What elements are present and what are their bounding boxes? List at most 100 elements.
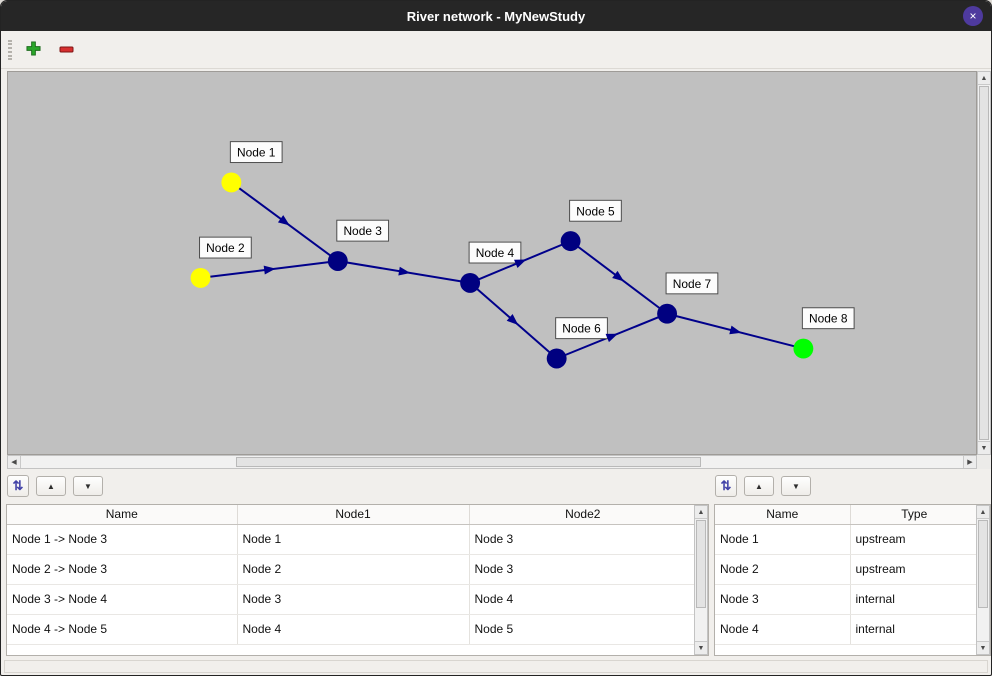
svg-text:Node 5: Node 5 [576,204,615,218]
branch-node1-cell[interactable]: Node 4 [237,614,470,645]
toolbar-grip[interactable] [8,39,12,60]
node-type-cell[interactable]: upstream [850,554,978,585]
sort-icon: ⇅ [720,478,732,493]
remove-button[interactable] [53,37,79,63]
network-canvas[interactable]: Node 1 Node 2 Node 3 Node 4 Node 5 Node 6 Node… [7,71,977,455]
scroll-up-arrow-icon[interactable]: ▲ [978,72,990,85]
table-row[interactable]: Node 3 -> Node 4 Node 3 Node 4 [7,584,696,615]
window-title: River network - MyNewStudy [406,8,586,24]
branch-name-cell[interactable]: Node 2 -> Node 3 [7,554,238,585]
edge-arrow-icon [514,259,527,269]
edge-arrow-icon [398,266,411,276]
branch-node2-cell[interactable]: Node 4 [469,584,696,615]
node-type-cell[interactable]: internal [850,584,978,615]
node-label[interactable]: Node 4 [468,241,522,264]
node-label[interactable]: Node 7 [665,272,719,295]
node-label[interactable]: Node 1 [229,141,283,164]
edge-arrow-icon [605,333,618,343]
table-row[interactable]: Node 2 upstream [715,554,978,585]
scroll-down-arrow-icon[interactable]: ▼ [977,641,989,654]
branches-header-name[interactable]: Name [7,505,238,525]
canvas-vscroll-thumb[interactable] [979,86,989,440]
branch-node2-cell[interactable]: Node 3 [469,524,696,555]
nodes-move-down-button[interactable]: ▼ [781,476,811,496]
close-button[interactable]: × [963,6,983,26]
graph-node-node-6[interactable] [546,348,567,369]
edge-arrow-icon [277,215,290,226]
nodes-table: Name Type Node 1 upstream Node 2 upstrea… [715,505,978,645]
branches-header-node1[interactable]: Node1 [237,505,470,525]
scroll-up-arrow-icon[interactable]: ▲ [695,506,707,519]
graph-node-node-1[interactable] [221,172,242,193]
graph-node-node-8[interactable] [793,338,814,359]
table-row[interactable]: Node 4 -> Node 5 Node 4 Node 5 [7,614,696,645]
svg-text:Node 1: Node 1 [237,146,276,160]
main-toolbar [1,31,991,69]
status-bar [4,660,988,673]
graph-node-node-7[interactable] [657,303,678,324]
branches-sort-button[interactable]: ⇅ [7,475,29,497]
node-label[interactable]: Node 5 [569,199,622,222]
scroll-down-arrow-icon[interactable]: ▼ [695,641,707,654]
nodes-toolbar: ⇅ ▲ ▼ [715,472,818,500]
table-row[interactable]: Node 4 internal [715,614,978,645]
branches-header-row: Name Node1 Node2 [7,505,696,525]
table-row[interactable]: Node 3 internal [715,584,978,615]
branches-header-node2[interactable]: Node2 [469,505,696,525]
nodes-move-up-button[interactable]: ▲ [744,476,774,496]
branches-vertical-scrollbar[interactable]: ▲ ▼ [694,505,708,655]
node-type-cell[interactable]: internal [850,614,978,645]
titlebar[interactable]: River network - MyNewStudy × [1,1,991,31]
node-type-cell[interactable]: upstream [850,524,978,555]
node-name-cell[interactable]: Node 4 [715,614,851,645]
nodes-vertical-scrollbar[interactable]: ▲ ▼ [976,505,990,655]
branch-name-cell[interactable]: Node 3 -> Node 4 [7,584,238,615]
up-arrow-icon: ▲ [47,481,55,491]
branch-name-cell[interactable]: Node 4 -> Node 5 [7,614,238,645]
branch-node2-cell[interactable]: Node 3 [469,554,696,585]
scrollbar-corner [977,455,991,469]
plus-icon [25,40,41,59]
branch-node1-cell[interactable]: Node 3 [237,584,470,615]
branches-scroll-thumb[interactable] [696,520,706,608]
edge-arrow-icon [263,265,276,275]
branches-move-down-button[interactable]: ▼ [73,476,103,496]
graph-node-node-2[interactable] [190,267,211,288]
nodes-scroll-thumb[interactable] [978,520,988,608]
branch-name-cell[interactable]: Node 1 -> Node 3 [7,524,238,555]
node-name-cell[interactable]: Node 2 [715,554,851,585]
node-label[interactable]: Node 6 [555,317,608,340]
edge-arrow-icon [612,270,625,282]
canvas-hscroll-thumb[interactable] [236,457,701,467]
close-icon: × [969,9,977,23]
graph-node-node-4[interactable] [460,272,481,293]
nodes-table-panel: Name Type Node 1 upstream Node 2 upstrea… [714,504,991,656]
branches-move-up-button[interactable]: ▲ [36,476,66,496]
nodes-sort-button[interactable]: ⇅ [715,475,737,497]
table-row[interactable]: Node 1 upstream [715,524,978,555]
table-row[interactable]: Node 2 -> Node 3 Node 2 Node 3 [7,554,696,585]
node-label[interactable]: Node 3 [336,219,390,242]
canvas-vertical-scrollbar[interactable]: ▲ ▼ [977,71,991,455]
add-button[interactable] [20,37,46,63]
sort-icon: ⇅ [12,478,24,493]
branch-node1-cell[interactable]: Node 1 [237,524,470,555]
graph-node-node-5[interactable] [560,231,581,252]
up-arrow-icon: ▲ [755,481,763,491]
graph-node-node-3[interactable] [327,251,348,271]
scroll-left-arrow-icon[interactable]: ◀ [8,456,21,468]
table-row[interactable]: Node 1 -> Node 3 Node 1 Node 3 [7,524,696,555]
scroll-down-arrow-icon[interactable]: ▼ [978,441,990,454]
nodes-header-type[interactable]: Type [850,505,978,525]
branch-node1-cell[interactable]: Node 2 [237,554,470,585]
canvas-horizontal-scrollbar[interactable]: ◀ ▶ [7,455,977,469]
down-arrow-icon: ▼ [792,481,800,491]
branch-node2-cell[interactable]: Node 5 [469,614,696,645]
node-label[interactable]: Node 2 [199,236,252,259]
scroll-up-arrow-icon[interactable]: ▲ [977,506,989,519]
node-name-cell[interactable]: Node 3 [715,584,851,615]
nodes-header-name[interactable]: Name [715,505,851,525]
scroll-right-arrow-icon[interactable]: ▶ [963,456,976,468]
node-name-cell[interactable]: Node 1 [715,524,851,555]
node-label[interactable]: Node 8 [801,307,855,330]
